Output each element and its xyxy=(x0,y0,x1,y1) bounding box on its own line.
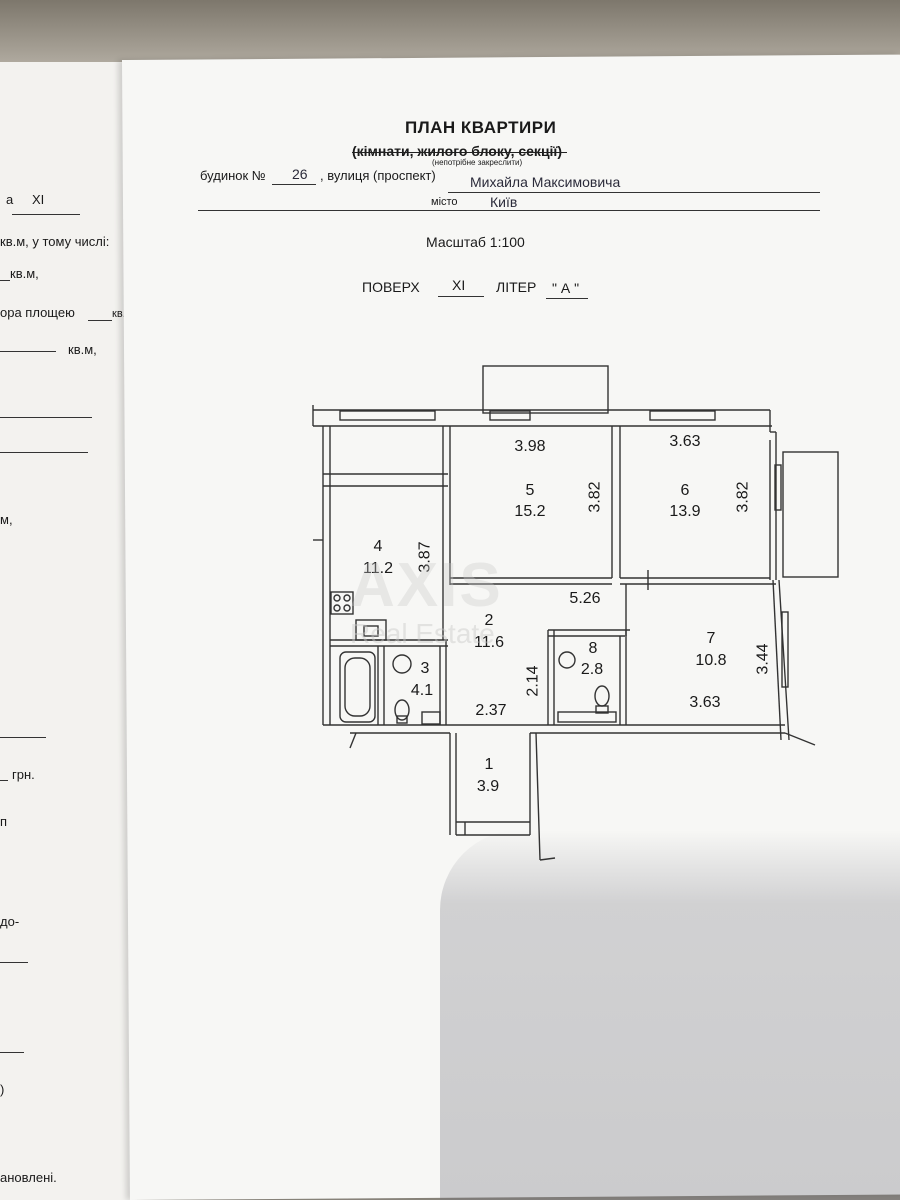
watermark-logo: AXIS xyxy=(350,551,503,620)
room-8-area: 2.8 xyxy=(580,661,604,678)
room-3-area: 4.1 xyxy=(410,682,434,699)
city-label: місто xyxy=(431,196,458,208)
room-2-area: 11.6 xyxy=(474,634,504,651)
washbasin-icon xyxy=(392,654,412,674)
bathtub-icon xyxy=(339,651,376,723)
room-6-number: 6 xyxy=(680,482,690,499)
house-number-underline xyxy=(272,184,316,185)
left-underline-1 xyxy=(12,214,80,215)
liter-underline xyxy=(546,298,588,299)
page-subtitle: (кімнати, жилого блоку, секції) xyxy=(352,143,568,159)
toilet-icon-3 xyxy=(394,699,410,721)
room-5-width: 3.98 xyxy=(514,438,546,455)
stove-icon xyxy=(330,591,354,615)
room-3-number: 3 xyxy=(420,660,430,677)
left-page: а XI кв.м, у тому числі: кв.м, ора площе… xyxy=(0,62,137,1200)
left-underline-4 xyxy=(88,320,112,321)
room-7-depth: 3.44 xyxy=(754,643,772,675)
balcony-top xyxy=(482,365,609,414)
page-title: ПЛАН КВАРТИРИ xyxy=(405,118,557,137)
room-7-width: 3.63 xyxy=(689,694,721,711)
city-underline xyxy=(198,210,820,211)
left-line-5: кв.м, xyxy=(68,342,97,357)
window-right-lower xyxy=(781,611,789,688)
floor-value: XI xyxy=(452,277,466,293)
city-value: Київ xyxy=(490,194,518,210)
left-line-9: до- xyxy=(0,914,20,929)
left-line-8: п xyxy=(0,814,8,829)
toilet-icon-8 xyxy=(594,685,610,707)
left-line-6: м, xyxy=(0,512,13,527)
subtitle-strikethrough xyxy=(352,152,568,153)
left-underline-7 xyxy=(0,452,88,453)
left-line-10: ) xyxy=(0,1082,5,1097)
floor-underline xyxy=(438,296,484,297)
street-label: , вулиця (проспект) xyxy=(320,168,436,183)
house-number: 26 xyxy=(292,166,308,182)
floor-label: ПОВЕРХ xyxy=(362,279,420,295)
left-underline-10 xyxy=(0,962,28,963)
left-line-2: кв.м, у тому числі: xyxy=(0,234,110,249)
sink-icon xyxy=(355,619,387,641)
liter-value: " А " xyxy=(552,280,580,296)
room-6-width: 3.63 xyxy=(669,433,701,450)
subtitle-text: (кімнати, жилого блоку, секції) xyxy=(352,143,563,159)
balcony-right xyxy=(782,451,839,578)
left-underline-2 xyxy=(0,280,10,281)
street-underline xyxy=(448,192,820,193)
window-top-mid xyxy=(489,410,531,421)
room-7-area: 10.8 xyxy=(695,652,727,669)
scale-text: Масштаб 1:100 xyxy=(426,234,525,250)
room-1-area: 3.9 xyxy=(476,778,500,795)
room-6-area: 13.9 xyxy=(669,503,701,520)
room-5-number: 5 xyxy=(525,482,535,499)
left-line-3: кв.м, xyxy=(10,266,39,281)
street-value: Михайла Максимовича xyxy=(470,174,621,190)
watermark-subtitle: Real Estate xyxy=(350,618,495,649)
left-underline-6 xyxy=(0,417,92,418)
window-top-right xyxy=(649,410,716,421)
room-5-area: 15.2 xyxy=(514,503,546,520)
room-5-depth: 3.82 xyxy=(586,481,604,513)
corridor-width: 2.37 xyxy=(475,702,507,719)
room-8-number: 8 xyxy=(588,640,598,657)
room-4-number: 4 xyxy=(373,538,383,555)
left-underline-8 xyxy=(0,737,46,738)
washbasin-icon-8 xyxy=(558,651,576,669)
left-line-4: ора площею xyxy=(0,305,75,320)
left-underline-5 xyxy=(0,351,56,352)
room-6-depth: 3.82 xyxy=(734,481,752,513)
house-label: будинок № xyxy=(200,168,266,183)
room-1-number: 1 xyxy=(484,756,494,773)
liter-label: ЛІТЕР xyxy=(496,279,537,295)
left-underline-9 xyxy=(0,780,8,781)
room-7-number: 7 xyxy=(706,630,716,647)
left-line-1-prefix: а xyxy=(6,192,14,207)
room-2-number: 2 xyxy=(484,612,494,629)
left-line-7: грн. xyxy=(12,767,35,782)
phone-shadow xyxy=(440,830,900,1200)
subtitle-hint: (непотрібне закреслити) xyxy=(432,158,523,167)
left-line-1-value: XI xyxy=(32,192,45,207)
left-line-11: ановлені. xyxy=(0,1170,57,1185)
window-top-left xyxy=(339,410,436,421)
left-underline-11 xyxy=(0,1052,24,1053)
room-4-area: 11.2 xyxy=(363,560,393,577)
corridor-depth: 2.14 xyxy=(524,665,542,697)
corridor-length: 5.26 xyxy=(569,590,601,607)
window-right-upper xyxy=(774,464,782,511)
